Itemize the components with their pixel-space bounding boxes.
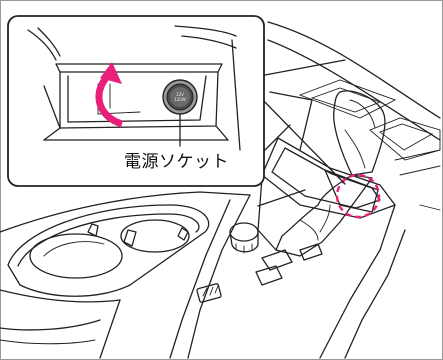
power-socket-label: 電源ソケット bbox=[122, 147, 231, 172]
svg-text:120W: 120W bbox=[174, 97, 186, 102]
power-socket: 12V 120W bbox=[163, 80, 197, 114]
